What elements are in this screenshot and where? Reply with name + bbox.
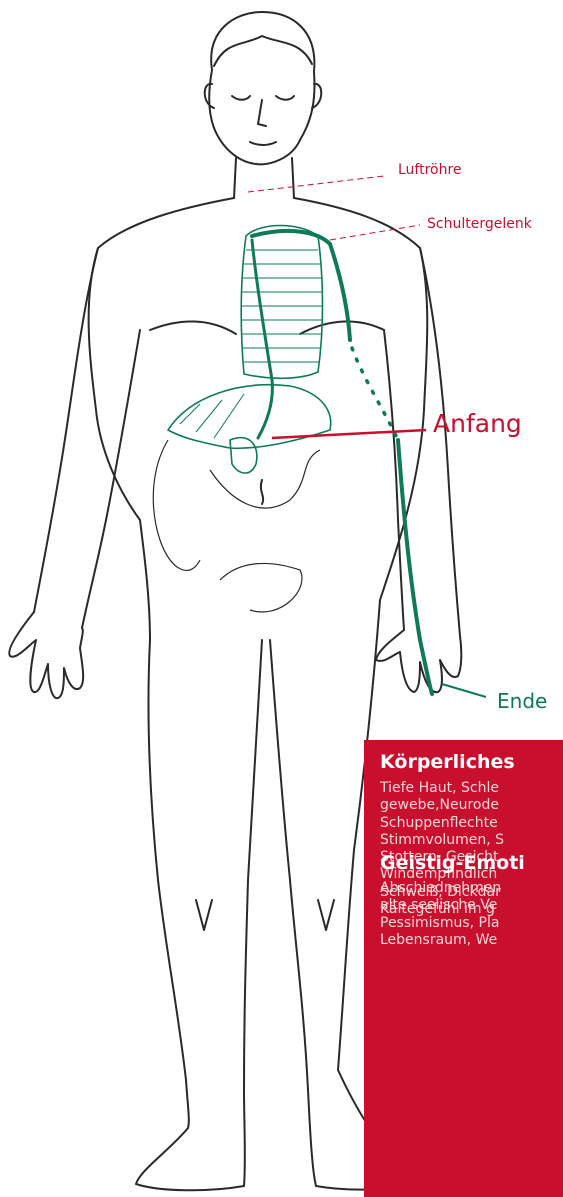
mental-line: Pessimismus, Pla <box>380 915 501 932</box>
mental-line: Lebensraum, We <box>380 932 501 949</box>
physical-line: Schuppenflechte <box>380 815 504 832</box>
colon-sketch <box>153 440 320 612</box>
arm-left-inner <box>82 330 140 628</box>
nose <box>258 100 266 126</box>
leader-anfang <box>272 430 426 438</box>
mental-text: Abschiednehmen alte seelische Ve Pessimi… <box>380 880 501 949</box>
hair <box>214 36 312 66</box>
heading-physical: Körperliches <box>380 753 515 772</box>
meridian-arm-upper <box>330 244 350 340</box>
annotation-leaders <box>248 176 426 438</box>
head-outline <box>209 12 314 164</box>
label-ende: Ende <box>497 691 547 711</box>
leader-luftroehre <box>248 176 384 192</box>
physical-line: gewebe,Neurode <box>380 797 504 814</box>
heading-mental: Geistig-Emoti <box>380 854 525 873</box>
leg-inner <box>244 640 262 1090</box>
meridian-inner <box>252 240 272 438</box>
foot-left <box>136 1090 245 1190</box>
physical-line: Stimmvolumen, S <box>380 832 504 849</box>
label-luftroehre: Luftröhre <box>398 163 462 177</box>
label-anfang: Anfang <box>433 411 522 436</box>
leg-inner-right <box>270 640 308 1090</box>
mouth <box>250 142 276 145</box>
torso-right <box>294 198 427 410</box>
info-box: Körperliches Tiefe Haut, Schle gewebe,Ne… <box>364 740 563 1197</box>
eye-right <box>276 96 294 100</box>
physical-line: Tiefe Haut, Schle <box>380 780 504 797</box>
leg-left-outer <box>148 640 188 1128</box>
mental-line: Abschiednehmen <box>380 880 501 897</box>
organ-hatching <box>180 250 322 438</box>
eye-left <box>232 96 250 100</box>
hand-left <box>9 612 83 698</box>
label-schultergelenk: Schultergelenk <box>427 217 532 231</box>
leader-ende <box>442 684 486 697</box>
intestine-organ <box>230 438 257 473</box>
stomach-organ <box>168 385 331 448</box>
torso-left <box>89 198 234 640</box>
mental-line: alte seelische Ve <box>380 897 501 914</box>
